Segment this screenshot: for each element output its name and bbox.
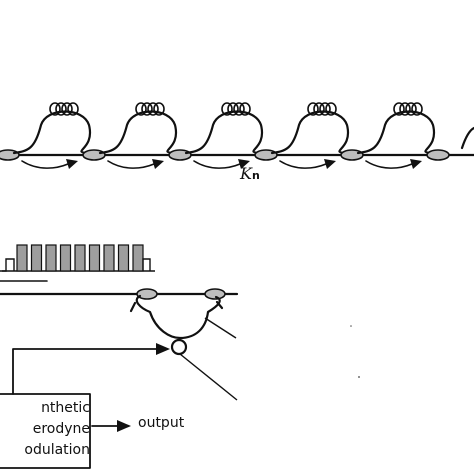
ring-loop <box>12 110 92 155</box>
coil-turn <box>239 102 251 116</box>
ring-stage <box>340 102 436 169</box>
flow-arrowhead <box>66 159 78 169</box>
pulse <box>88 244 101 272</box>
ring-loops <box>0 102 474 169</box>
coupler <box>0 149 20 161</box>
coupler <box>168 149 192 161</box>
coil-turn <box>399 102 411 116</box>
coil-turn <box>61 102 73 116</box>
speck-2 <box>350 325 352 327</box>
pulse <box>132 244 144 272</box>
coil-turn <box>411 102 423 116</box>
feedback-line <box>12 348 159 395</box>
pulse <box>30 244 43 272</box>
pulse <box>45 244 57 272</box>
ring-stage <box>254 102 350 169</box>
ring-loop <box>356 110 436 155</box>
box-text-line-2: erodyne <box>32 421 90 437</box>
lower-ring-tick-left <box>129 301 137 313</box>
lead-pulse <box>2 258 15 272</box>
box-text-line-3: odulation <box>24 442 90 458</box>
ring-loop <box>270 110 350 155</box>
flow-arrowhead <box>324 159 336 169</box>
coupler <box>82 149 106 161</box>
flow-arrow <box>365 160 413 169</box>
coil-turn <box>325 102 337 116</box>
ring-stage <box>168 102 264 169</box>
lower-ring-tick-right <box>215 300 224 310</box>
pulse <box>16 244 28 272</box>
ring-loop-partial <box>460 126 474 150</box>
feedback-arrowhead <box>156 343 170 355</box>
coil-turn <box>227 102 239 116</box>
coil-turn <box>135 102 147 116</box>
flow-arrow <box>193 160 241 169</box>
coil-turn <box>307 102 319 116</box>
coil-turn <box>153 102 165 116</box>
ring-loop <box>184 110 264 155</box>
ring-stage <box>82 102 178 169</box>
trail-pulse <box>142 258 151 271</box>
photodetector <box>170 338 188 356</box>
pulse <box>59 244 72 272</box>
ring-loop <box>98 110 178 155</box>
coupler <box>340 149 364 161</box>
flow-arrowhead <box>410 159 422 169</box>
ring-array <box>0 102 474 169</box>
pulse-train <box>0 244 155 272</box>
ring-stage <box>426 149 450 161</box>
output-label: output <box>138 415 185 431</box>
coupling-subscript: n <box>251 169 260 182</box>
coil-turn <box>319 102 331 116</box>
coil-turn <box>313 102 325 116</box>
flow-arrowhead <box>238 159 250 169</box>
lower-coupler-right <box>204 288 226 300</box>
coupling-label: Kn <box>240 164 260 183</box>
bias-line-upper <box>204 317 237 339</box>
box-text-line-1: nthetic <box>41 400 90 416</box>
coil-turn <box>55 102 67 116</box>
pulse <box>117 244 130 272</box>
coupler <box>254 149 278 161</box>
output-arrowhead <box>117 420 131 432</box>
speck-1 <box>358 376 360 378</box>
demodulation-box <box>0 393 91 469</box>
coil-turn <box>141 102 153 116</box>
coil-turn <box>221 102 233 116</box>
flow-arrowhead <box>152 159 164 169</box>
pulse <box>74 244 86 272</box>
coupler <box>426 149 450 161</box>
lower-ring-loop <box>135 294 221 340</box>
coil-turn <box>67 102 79 116</box>
coil-turn <box>147 102 159 116</box>
coil-turn <box>405 102 417 116</box>
coil-turn <box>233 102 245 116</box>
pulse <box>103 244 115 272</box>
lower-coupler-left <box>136 288 158 300</box>
flow-arrow <box>107 160 155 169</box>
bias-line-lower <box>179 353 238 401</box>
flow-arrow <box>279 160 327 169</box>
ring-stage <box>0 102 92 169</box>
coil-turn <box>393 102 405 116</box>
flow-arrow <box>21 160 69 169</box>
coil-turn <box>49 102 61 116</box>
